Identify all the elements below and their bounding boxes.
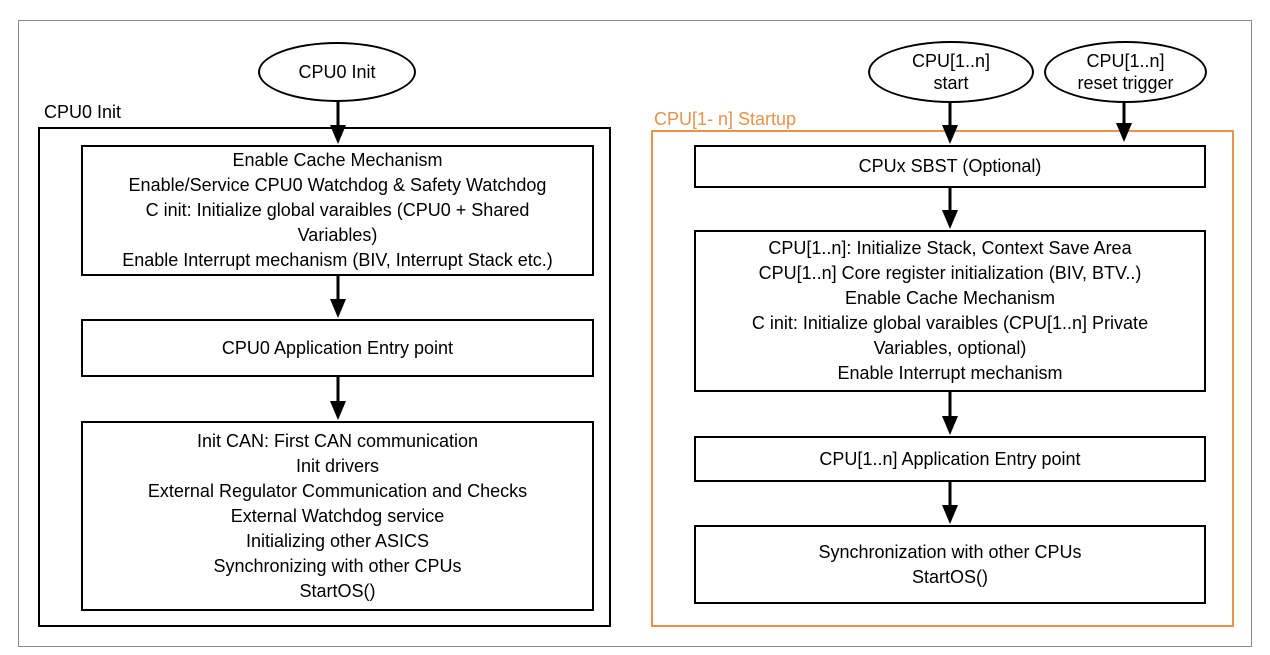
cpun-start-node: CPU[1..n] start [868, 41, 1034, 103]
arrow-sbst-to-init [942, 188, 958, 229]
box-line: Init drivers [295, 455, 380, 476]
box-line: C init: Initialize global varaibles (CPU… [751, 313, 1149, 333]
box-line: Enable Interrupt mechanism (BIV, Interru… [122, 250, 553, 270]
box-line: C init: Initialize global varaibles (CPU… [145, 200, 530, 220]
cpux-sbst-box: CPUx SBST (Optional) [694, 145, 1206, 188]
node-label: CPU[1..n] [1086, 51, 1165, 71]
box-line: Initializing other ASICS [245, 530, 430, 551]
arrow-cpu0-box1-to-box2 [330, 276, 346, 318]
cpu0-application-entry-box: CPU0 Application Entry point [81, 319, 594, 377]
cpu0-init-start-node: CPU0 Init [258, 42, 416, 102]
node-label: reset trigger [1077, 73, 1174, 93]
box-line: CPU[1..n]: Initialize Stack, Context Sav… [768, 238, 1132, 258]
cpu0-init-group [38, 127, 611, 627]
box-line: Enable/Service CPU0 Watchdog & Safety Wa… [128, 175, 547, 195]
box-line: Variables) [297, 225, 378, 245]
cpu0-drivers-init-box: Init CAN: First CAN communication Init d… [81, 421, 594, 611]
arrow-cpu0-box2-to-box3 [330, 377, 346, 420]
arrow-reset-trigger-to-group [1116, 103, 1132, 142]
node-label: CPU0 Init [298, 62, 376, 82]
box-line: Init CAN: First CAN communication [196, 430, 479, 451]
cpu0-init-group-label: CPU0 Init [44, 102, 122, 122]
cpun-startup-group-label: CPU[1- n] Startup [654, 109, 797, 129]
arrow-entry-to-sync [942, 482, 958, 524]
box-line: CPU[1..n] Application Entry point [819, 448, 1081, 469]
box-line: Enable Cache Mechanism [232, 150, 443, 170]
cpun-sync-startos-box: Synchronization with other CPUs StartOS(… [694, 525, 1206, 604]
box-line: External Regulator Communication and Che… [147, 480, 528, 501]
box-line: CPU[1..n] Core register initialization (… [758, 263, 1142, 283]
box-line: StartOS() [911, 566, 988, 587]
arrow-cpun-start-to-sbst [942, 103, 958, 144]
node-label: CPU[1..n] [911, 51, 991, 71]
cpun-startup-group [651, 130, 1234, 627]
box-line: CPU0 Application Entry point [221, 337, 454, 358]
diagram-frame [18, 20, 1252, 647]
box-line: Enable Interrupt mechanism [837, 363, 1063, 383]
node-label: start [933, 73, 969, 93]
cpun-stack-core-init-box: CPU[1..n]: Initialize Stack, Context Sav… [694, 230, 1206, 392]
box-line: CPUx SBST (Optional) [858, 156, 1042, 176]
box-line: Variables, optional) [873, 338, 1027, 358]
cpu0-cache-watchdog-init-box: Enable Cache Mechanism Enable/Service CP… [81, 145, 594, 276]
box-line: StartOS() [299, 580, 376, 601]
cpun-reset-trigger-node: CPU[1..n] reset trigger [1044, 41, 1207, 103]
box-line: Synchronizing with other CPUs [213, 555, 462, 576]
cpun-application-entry-box: CPU[1..n] Application Entry point [694, 436, 1206, 482]
box-line: Enable Cache Mechanism [844, 288, 1056, 308]
box-line: Synchronization with other CPUs [818, 541, 1082, 562]
arrow-init-to-entry [942, 392, 958, 435]
arrow-cpu0-start-to-box1 [330, 102, 346, 144]
box-line: External Watchdog service [230, 505, 445, 526]
